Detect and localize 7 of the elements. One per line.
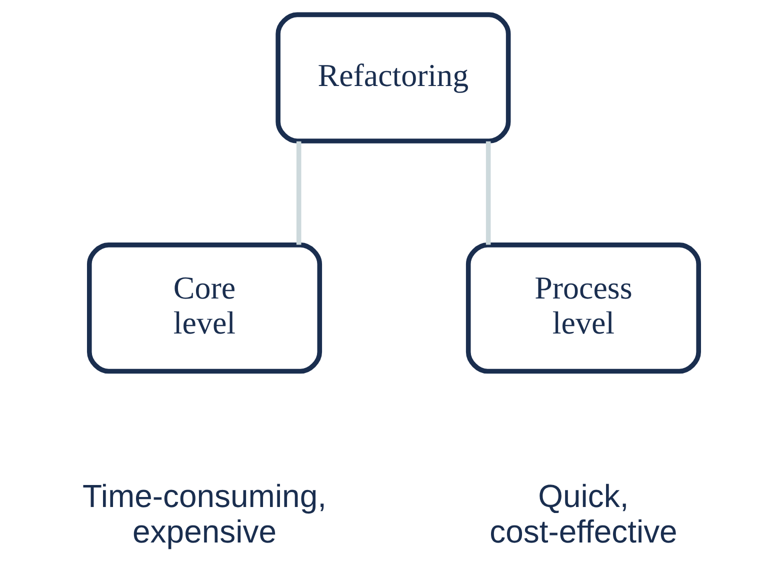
node-box: Process level (466, 242, 701, 374)
node-label: Quick, cost-effective (490, 478, 678, 550)
connector (486, 141, 491, 245)
node-label: Time-consuming, expensive (82, 478, 327, 550)
node-box: Refactoring (276, 12, 511, 144)
node-box: Core level (86, 242, 322, 374)
connector (296, 141, 302, 245)
